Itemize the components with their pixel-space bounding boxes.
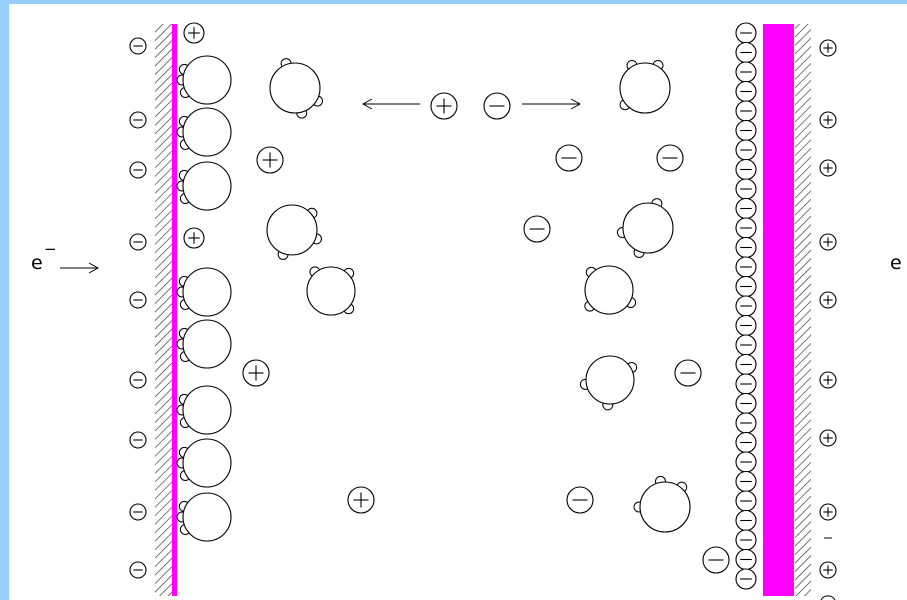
right-electrode-film [763, 24, 794, 596]
right-cation-9 [820, 562, 836, 578]
right-anion-18 [736, 355, 756, 375]
right-anion-24 [736, 472, 756, 492]
left-anion-9 [130, 562, 146, 578]
left-solvated-ion-8 [177, 493, 231, 541]
left-anion-1 [130, 38, 146, 54]
bulk-solvated-ion-2 [267, 205, 321, 259]
right-anion-6 [736, 121, 756, 141]
bulk-cation-3 [348, 487, 374, 513]
bulk-anion-2 [657, 145, 683, 171]
right-anion-17 [736, 335, 756, 355]
bulk-solvated-ion-8 [634, 476, 690, 532]
bulk-solvated-ion-4 [620, 60, 670, 113]
right-anion-5 [736, 101, 756, 121]
left-electrode-hatch [155, 24, 172, 596]
right-anion-4 [736, 82, 756, 102]
right-anion-8 [736, 160, 756, 180]
right-anion-20 [736, 394, 756, 414]
left-anion-8 [130, 504, 146, 520]
left-solvated-ion-3 [177, 162, 231, 210]
right-anion-23 [736, 452, 756, 472]
right-anion-19 [736, 374, 756, 394]
left-electrode-film [172, 24, 177, 596]
electron-out-label: e [890, 254, 902, 273]
right-anion-15 [736, 296, 756, 316]
left-solvated-ion-2 [177, 108, 231, 156]
right-anion-28 [736, 550, 756, 570]
right-anion-14 [736, 277, 756, 297]
bulk-solvated-ion-5 [617, 199, 673, 258]
bulk-anion-3 [524, 216, 550, 242]
right-anion-16 [736, 316, 756, 336]
left-anion-3 [130, 162, 146, 178]
left-solvated-ion-4 [177, 268, 231, 316]
right-anion-3 [736, 62, 756, 82]
bulk-cation-1 [257, 147, 283, 173]
right-cation-partial [821, 596, 835, 600]
right-anion-13 [736, 257, 756, 277]
right-anion-11 [736, 218, 756, 238]
right-cation-6 [820, 372, 836, 388]
right-cation-2 [820, 112, 836, 128]
left-solvated-ion-5 [177, 320, 231, 368]
right-cation-5 [820, 292, 836, 308]
left-anion-2 [130, 112, 146, 128]
left-solvated-ion-1 [177, 56, 231, 104]
right-anion-21 [736, 413, 756, 433]
left-solvated-ion-6 [177, 386, 231, 434]
bulk-solvated-ion-7 [580, 356, 636, 410]
bulk-solvated-ion-6 [585, 266, 636, 314]
right-anion-25 [736, 491, 756, 511]
right-anion-27 [736, 530, 756, 550]
migrating-cation [431, 93, 457, 119]
left-cation-mid [184, 228, 204, 248]
right-anion-10 [736, 199, 756, 219]
electron-in-label: e [31, 254, 43, 273]
right-cation-1 [820, 40, 836, 56]
bulk-cation-2 [243, 360, 269, 386]
arrow-to-right [522, 99, 580, 109]
right-cation-7 [820, 430, 836, 446]
electron-in-charge: − [44, 240, 57, 259]
bulk-solvated-ion-3 [307, 267, 355, 315]
bulk-solvated-ion-1 [270, 59, 323, 119]
bulk-anion-6 [703, 547, 729, 573]
bulk-anion-5 [567, 487, 593, 513]
bulk-anion-4 [675, 360, 701, 386]
left-cation-top [184, 23, 204, 43]
arrow-to-left [363, 99, 420, 109]
right-anion-2 [736, 43, 756, 63]
right-anion-29 [736, 569, 756, 589]
right-anion-1 [736, 23, 756, 43]
electron-in-arrow [60, 263, 98, 273]
left-solvated-ion-7 [177, 439, 231, 487]
right-anion-9 [736, 179, 756, 199]
right-anion-26 [736, 511, 756, 531]
right-cation-4 [820, 234, 836, 250]
bulk-anion-1 [556, 145, 582, 171]
migrating-anion [484, 93, 510, 119]
right-electrode-hatch [795, 24, 811, 596]
left-anion-6 [130, 372, 146, 388]
right-anion-12 [736, 238, 756, 258]
left-anion-5 [130, 292, 146, 308]
left-anion-4 [130, 234, 146, 250]
right-cation-8 [820, 504, 836, 520]
right-anion-22 [736, 433, 756, 453]
left-anion-7 [130, 432, 146, 448]
right-anion-7 [736, 140, 756, 160]
right-cation-3 [820, 160, 836, 176]
